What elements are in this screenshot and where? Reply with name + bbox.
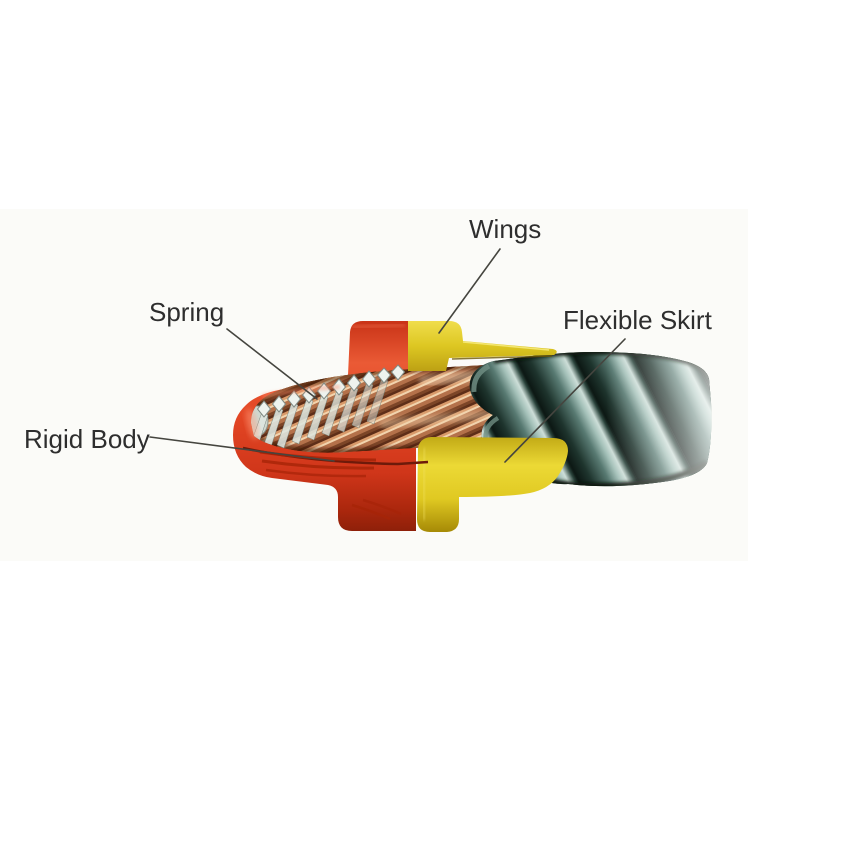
wire-jacket-cut-highlight bbox=[471, 363, 491, 393]
labels: Wings Spring Flexible Skirt Rigid Body bbox=[24, 214, 713, 454]
label-spring: Spring bbox=[149, 297, 224, 327]
spring-coil-crest bbox=[256, 364, 406, 418]
label-rigid-body: Rigid Body bbox=[24, 424, 150, 454]
flexible-skirt-shape bbox=[417, 437, 568, 532]
wings-shape bbox=[408, 321, 557, 371]
wings-leader-line bbox=[438, 248, 501, 334]
label-wings: Wings bbox=[469, 214, 541, 244]
label-flexible-skirt: Flexible Skirt bbox=[563, 305, 713, 335]
leader-lines bbox=[149, 248, 626, 463]
rigid-body-leader-line bbox=[149, 436, 335, 462]
flexible-skirt-leader-line bbox=[504, 338, 626, 463]
spring-leader-line bbox=[226, 328, 318, 400]
